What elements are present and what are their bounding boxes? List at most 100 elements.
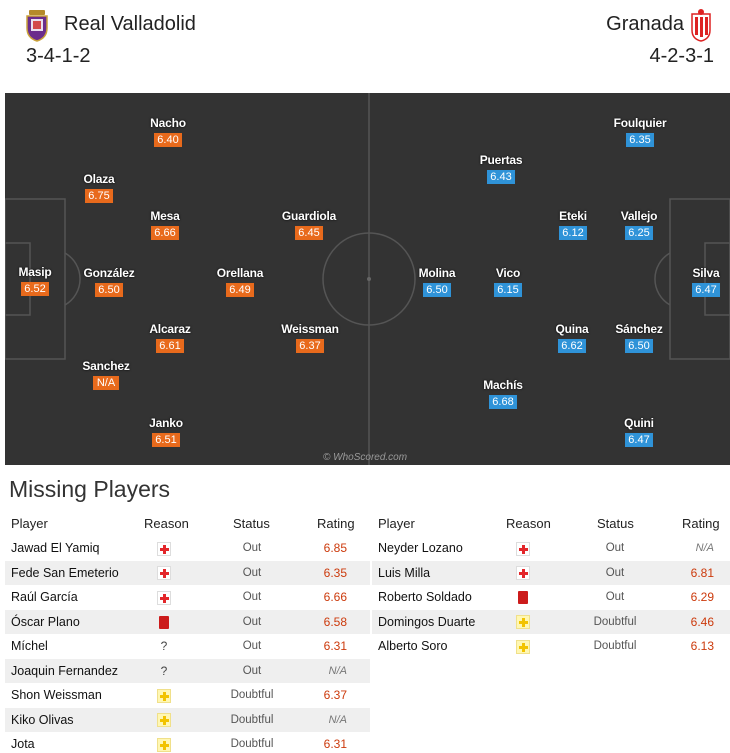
missing-player-name[interactable]: Fede San Emeterio [11, 565, 119, 580]
missing-player-name[interactable]: Shon Weissman [11, 688, 102, 702]
status-text: Out [605, 566, 625, 579]
player-rating: 6.50 [423, 283, 451, 297]
missing-player-name[interactable]: Óscar Plano [11, 614, 80, 629]
player-marker[interactable]: Orellana 6.49 [195, 266, 285, 298]
status-text: Out [242, 640, 262, 652]
player-marker[interactable]: Sanchez N/A [61, 359, 151, 391]
header-reason: Reason [506, 516, 551, 531]
player-marker[interactable]: Sánchez 6.50 [594, 322, 684, 354]
player-marker[interactable]: Guardiola 6.45 [264, 209, 354, 241]
missing-player-name[interactable]: Jawad El Yamiq [11, 541, 100, 555]
missing-player-name[interactable]: Jota [11, 737, 35, 751]
reason-cell [149, 683, 179, 708]
rating-value: 6.85 [323, 541, 347, 555]
missing-player-name[interactable]: Neyder Lozano [378, 541, 463, 555]
player-marker[interactable]: Janko 6.51 [121, 416, 211, 448]
player-name: Quina [555, 322, 589, 336]
status-text: Out [605, 542, 625, 554]
player-marker[interactable]: González 6.50 [64, 266, 154, 298]
away-formation: 4-2-3-1 [649, 45, 714, 67]
player-name: González [83, 266, 135, 280]
missing-player-name[interactable]: Joaquin Fernandez [11, 663, 119, 678]
player-marker[interactable]: Vallejo 6.25 [594, 209, 684, 241]
away-team-name[interactable]: Granada [606, 13, 684, 35]
missing-player-name[interactable]: Domingos Duarte [378, 614, 476, 629]
player-name: Alcaraz [149, 322, 191, 336]
missing-player-name[interactable]: Míchel [11, 639, 48, 653]
status-text: Doubtful [230, 713, 274, 726]
player-marker[interactable]: Machís 6.68 [458, 378, 548, 410]
player-marker[interactable]: Quina 6.62 [527, 322, 617, 354]
player-name: Sanchez [82, 359, 130, 373]
player-rating: 6.50 [625, 339, 653, 353]
player-marker[interactable]: Vico 6.15 [463, 266, 553, 298]
player-rating: 6.52 [21, 282, 49, 296]
player-marker[interactable]: Puertas 6.43 [456, 153, 546, 185]
rating-value: 6.37 [323, 688, 347, 702]
table-row[interactable]: Luis Milla Out 6.81 [372, 560, 730, 585]
player-rating: 6.62 [558, 339, 586, 353]
rating-value: N/A [328, 713, 347, 726]
player-marker[interactable]: Weissman 6.37 [265, 322, 355, 354]
player-marker[interactable]: Eteki 6.12 [528, 209, 618, 241]
doubtful-icon [157, 688, 171, 703]
missing-player-name[interactable]: Kiko Olivas [11, 712, 74, 727]
player-name: Molina [418, 266, 456, 280]
player-marker[interactable]: Mesa 6.66 [120, 209, 210, 241]
header-reason: Reason [144, 516, 189, 531]
missing-player-name[interactable]: Roberto Soldado [378, 590, 472, 604]
player-name: Weissman [281, 322, 339, 336]
rating-value: N/A [328, 664, 347, 677]
player-name: Janko [149, 416, 183, 430]
reason-cell [149, 585, 179, 610]
reason-cell [149, 610, 179, 635]
player-marker[interactable]: Alcaraz 6.61 [125, 322, 215, 354]
doubtful-icon [516, 639, 530, 654]
rating-value: 6.46 [690, 614, 714, 629]
missing-player-name[interactable]: Raúl García [11, 590, 78, 604]
reason-cell [508, 536, 538, 561]
status-text: Out [242, 566, 262, 579]
player-name: Nacho [150, 116, 186, 130]
player-marker[interactable]: Nacho 6.40 [123, 116, 213, 148]
status-text: Doubtful [593, 640, 637, 652]
valladolid-crest-icon [22, 8, 52, 42]
player-rating: 6.49 [226, 283, 254, 297]
player-marker[interactable]: Masip 6.52 [5, 265, 80, 297]
player-marker[interactable]: Foulquier 6.35 [595, 116, 685, 148]
player-marker[interactable]: Silva 6.47 [661, 266, 730, 298]
reason-cell [149, 732, 179, 753]
header-player: Player [378, 516, 415, 531]
rating-value: 6.66 [323, 590, 347, 604]
player-rating: 6.45 [295, 226, 323, 240]
player-marker[interactable]: Olaza 6.75 [54, 172, 144, 204]
pitch-lineup: Masip 6.52 Nacho 6.40 Olaza 6.75 Mesa 6.… [5, 93, 730, 465]
rating-value: 6.81 [690, 565, 714, 580]
player-name: Sánchez [615, 322, 663, 336]
player-marker[interactable]: Molina 6.50 [392, 266, 482, 298]
missing-player-name[interactable]: Alberto Soro [378, 639, 448, 653]
table-row[interactable]: Kiko Olivas Doubtful N/A [5, 707, 370, 733]
reason-cell [149, 708, 179, 733]
player-rating: 6.40 [154, 133, 182, 147]
player-rating: 6.47 [692, 283, 720, 297]
player-rating: 6.61 [156, 339, 184, 353]
home-team-name[interactable]: Real Valladolid [64, 13, 196, 35]
missing-player-name[interactable]: Luis Milla [378, 565, 431, 580]
player-rating: 6.43 [487, 170, 515, 184]
player-marker[interactable]: Quini 6.47 [594, 416, 684, 448]
reason-cell: ? [149, 634, 179, 659]
reason-cell [508, 610, 538, 635]
